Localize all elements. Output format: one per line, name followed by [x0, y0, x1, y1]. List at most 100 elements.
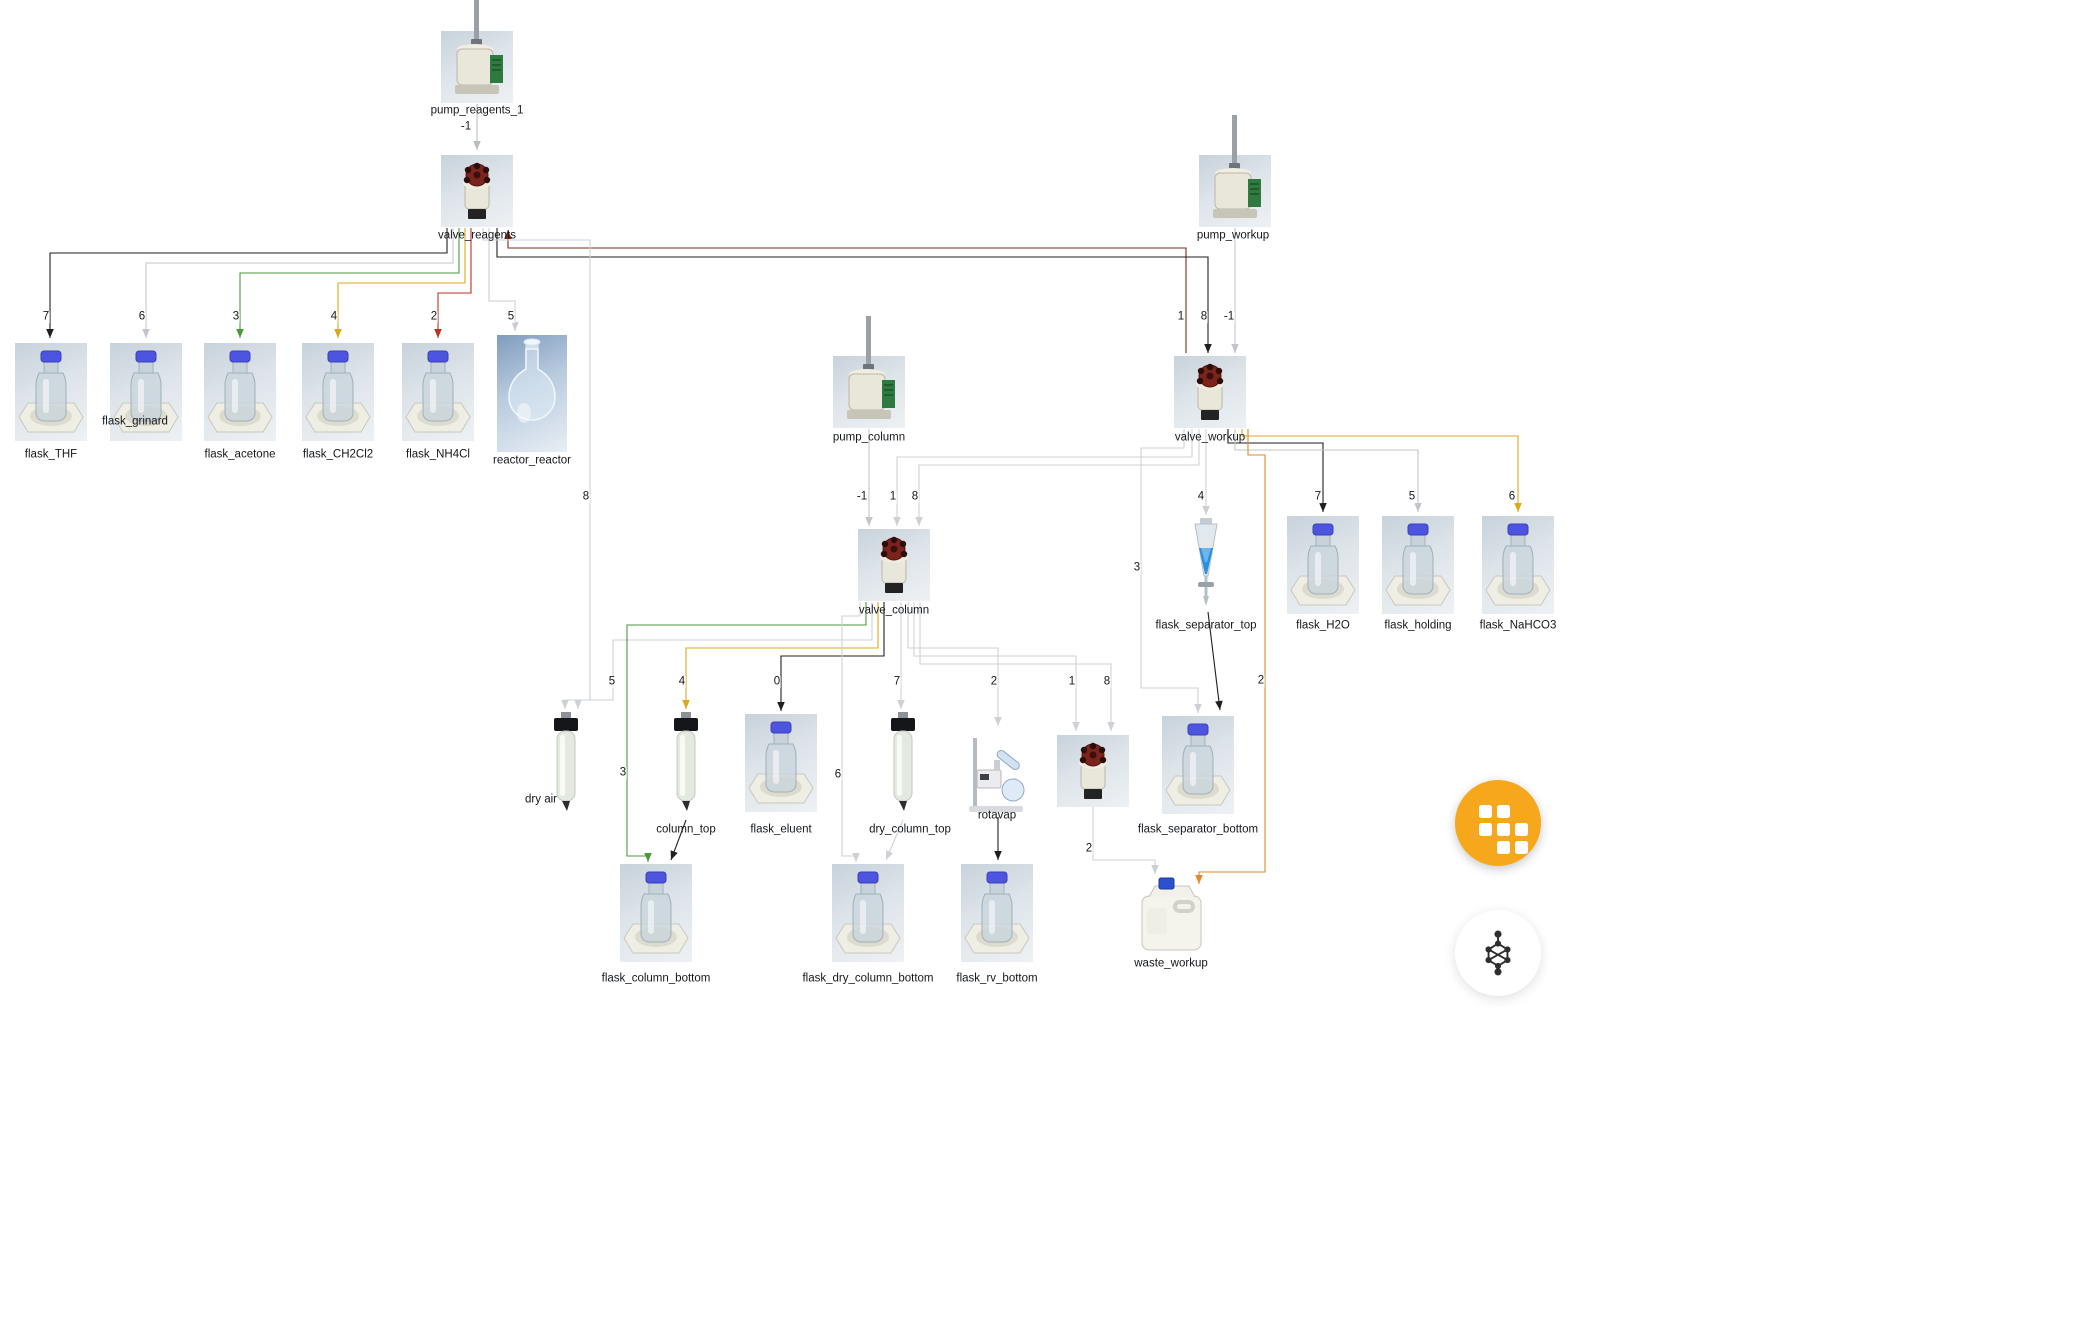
edge-arrowhead — [1215, 700, 1223, 710]
edge-valve_reagents-to-flask_THF — [49, 228, 448, 338]
node-label-flask_acetone: flask_acetone — [204, 448, 276, 461]
edge-arrowhead — [994, 717, 1002, 726]
edge-valve_workup-to-flask_NaHCO3 — [1241, 429, 1519, 512]
node-rotavap[interactable] — [968, 730, 1028, 815]
edge-port-label: 5 — [1407, 490, 1417, 503]
node-label-flask_separator_bottom: flask_separator_bottom — [1137, 823, 1259, 836]
node-flask_separator_bottom[interactable] — [1162, 716, 1234, 814]
edge-arrowhead — [1195, 875, 1203, 884]
edge-arrowhead — [561, 700, 569, 709]
node-label-column_top: column_top — [656, 823, 716, 836]
node-label-flask_H2O: flask_H2O — [1296, 619, 1350, 632]
edge-port-label: 8 — [1102, 675, 1112, 688]
node-pump_workup[interactable] — [1199, 115, 1271, 227]
flask-icon — [405, 350, 471, 433]
edge-arrowhead — [893, 517, 901, 526]
node-label-pump_reagents_1: pump_reagents_1 — [430, 104, 524, 117]
node-pump_reagents_1[interactable] — [441, 0, 513, 103]
node-flask_THF[interactable] — [15, 343, 87, 441]
flask-icon — [623, 871, 689, 954]
node-dry_air[interactable] — [548, 712, 584, 818]
node-label-flask_NH4Cl: flask_NH4Cl — [406, 448, 470, 461]
rotavap-icon — [969, 738, 1025, 812]
edge-arrowhead — [1231, 344, 1239, 353]
edge-arrowhead — [1107, 722, 1115, 731]
brain-network-icon — [1485, 930, 1511, 976]
sepfunnel-icon — [1194, 518, 1218, 606]
node-flask_dry_column_bottom[interactable] — [832, 864, 904, 962]
edge-arrowhead — [1202, 506, 1210, 515]
canister-icon — [1141, 877, 1202, 951]
edge-port-label: 3 — [618, 766, 628, 779]
reactor-icon — [508, 338, 556, 423]
edge-arrowhead — [865, 517, 873, 526]
node-flask_CH2Cl2[interactable] — [302, 343, 374, 441]
flask-icon — [1385, 523, 1451, 606]
edge-valve_reagents-to-flask_grinard — [145, 228, 454, 338]
node-label-flask_column_bottom: flask_column_bottom — [601, 972, 711, 985]
node-flask_eluent[interactable] — [745, 714, 817, 812]
edge-port-label: 1 — [1067, 675, 1077, 688]
node-valve_workup[interactable] — [1174, 356, 1246, 428]
node-flask_holding[interactable] — [1382, 516, 1454, 614]
flask-icon — [207, 350, 273, 433]
edge-valve_workup-to-flask_H2O — [1227, 429, 1324, 512]
edge-arrowhead — [994, 851, 1002, 860]
edge-port-label: 6 — [833, 768, 843, 781]
node-label-dry_column_top: dry_column_top — [869, 823, 951, 836]
node-flask_column_bottom[interactable] — [620, 864, 692, 962]
node-label-pump_workup: pump_workup — [1196, 229, 1270, 242]
node-valve_reagents[interactable] — [441, 155, 513, 227]
node-flask_NaHCO3[interactable] — [1482, 516, 1554, 614]
edge-valve_column-to-flask_dry_column_bottom — [841, 602, 861, 862]
node-waste_workup[interactable] — [1139, 877, 1204, 953]
node-label-flask_CH2Cl2: flask_CH2Cl2 — [302, 448, 374, 461]
node-flask_NH4Cl[interactable] — [402, 343, 474, 441]
flask-icon — [964, 871, 1030, 954]
edge-arrowhead — [504, 230, 512, 239]
column-icon — [674, 712, 698, 811]
valve-icon — [880, 536, 908, 593]
node-label-pump_column: pump_column — [832, 431, 906, 444]
node-label-reactor_reactor: reactor_reactor — [493, 454, 571, 467]
assistant-fab-button[interactable] — [1455, 910, 1541, 996]
edge-port-label: -1 — [1222, 310, 1236, 323]
node-valve_column[interactable] — [858, 529, 930, 601]
flask-icon — [1290, 523, 1356, 606]
pump-icon — [847, 316, 895, 419]
node-reactor_reactor[interactable] — [497, 335, 567, 452]
node-column_top[interactable] — [668, 712, 704, 818]
edge-arrowhead — [682, 700, 690, 709]
edge-arrowhead — [852, 853, 860, 862]
flask-icon — [1485, 523, 1551, 606]
node-flask_separator_top[interactable] — [1186, 518, 1226, 614]
node-dry_column_top[interactable] — [885, 712, 921, 818]
edge-port-label: 6 — [1507, 490, 1517, 503]
edge-arrowhead — [1414, 503, 1422, 512]
edge-port-label: 4 — [677, 675, 687, 688]
edge-port-label: 3 — [231, 310, 241, 323]
edge-arrowhead — [897, 700, 905, 709]
edge-arrowhead — [1194, 704, 1202, 713]
edge-port-label: 2 — [1256, 674, 1266, 687]
edge-valve_reagents-to-flask_acetone — [239, 228, 460, 338]
apps-fab-button[interactable] — [1455, 780, 1541, 866]
node-flask_rv_bottom[interactable] — [961, 864, 1033, 962]
node-flask_grinard[interactable] — [110, 343, 182, 441]
node-label-valve_workup: valve_workup — [1174, 431, 1246, 444]
apps-grid-icon — [1479, 805, 1528, 854]
edge-valve_workup-to-waste_workup — [1198, 429, 1266, 884]
edge-arrowhead — [46, 329, 54, 338]
node-flask_H2O[interactable] — [1287, 516, 1359, 614]
edge-port-label: 4 — [1196, 490, 1206, 503]
valve-icon — [1196, 363, 1224, 420]
pump-icon — [1213, 115, 1261, 218]
column-icon — [891, 712, 915, 811]
node-valve_unnamed[interactable] — [1057, 735, 1129, 807]
edge-valve_workup-to-flask_holding — [1234, 429, 1419, 512]
node-pump_column[interactable] — [833, 316, 905, 428]
flask-icon — [835, 871, 901, 954]
node-flask_acetone[interactable] — [204, 343, 276, 441]
